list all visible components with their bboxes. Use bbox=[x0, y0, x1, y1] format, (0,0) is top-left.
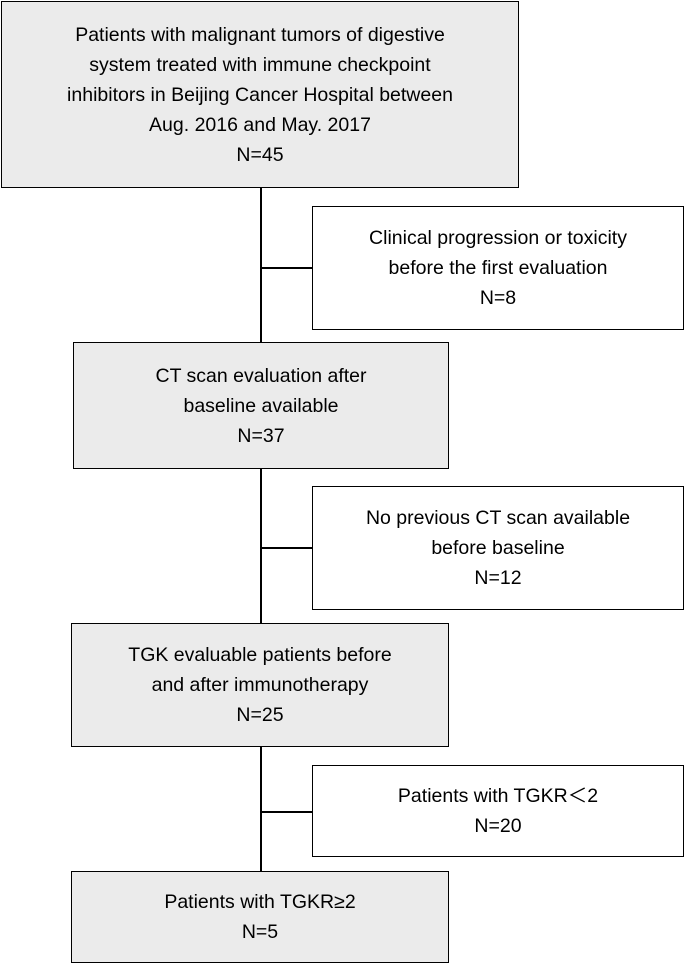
connector-branch-2 bbox=[260, 547, 313, 549]
connector-vertical-2 bbox=[260, 468, 262, 624]
box-exclusion-no-previous-ct-line-1: No previous CT scan available bbox=[365, 507, 631, 529]
box-initial-patients-line-4: Aug. 2016 and May. 2017 bbox=[149, 113, 371, 136]
box-initial-patients-count: N=45 bbox=[236, 143, 284, 166]
box-exclusion-no-previous-ct-line-2: before baseline bbox=[431, 537, 565, 559]
connector-vertical-1 bbox=[260, 187, 262, 343]
box-initial-patients-line-2: system treated with immune checkpoint bbox=[89, 53, 431, 76]
box-tgk-evaluable: TGK evaluable patients before and after … bbox=[71, 623, 449, 747]
box-initial-patients-line-3: inhibitors in Beijing Cancer Hospital be… bbox=[67, 83, 453, 106]
box-initial-patients-line-1: Patients with malignant tumors of digest… bbox=[75, 23, 445, 46]
box-exclusion-progression: Clinical progression or toxicity before … bbox=[312, 206, 684, 330]
box-exclusion-no-previous-ct-count: N=12 bbox=[474, 567, 522, 589]
box-exclusion-tgkr-low-line-1: Patients with TGKR＜2 bbox=[397, 785, 599, 807]
box-exclusion-tgkr-low: Patients with TGKR＜2 N=20 bbox=[312, 765, 684, 857]
box-ct-evaluation-line-2: baseline available bbox=[183, 394, 339, 417]
box-ct-evaluation: CT scan evaluation after baseline availa… bbox=[73, 342, 449, 469]
box-tgkr-high-count: N=5 bbox=[241, 921, 279, 943]
box-exclusion-progression-count: N=8 bbox=[479, 287, 517, 309]
box-initial-patients: Patients with malignant tumors of digest… bbox=[1, 1, 519, 188]
box-ct-evaluation-line-1: CT scan evaluation after bbox=[155, 364, 367, 387]
box-exclusion-progression-line-2: before the first evaluation bbox=[388, 257, 608, 279]
box-tgk-evaluable-count: N=25 bbox=[236, 704, 284, 726]
connector-vertical-3 bbox=[260, 746, 262, 872]
box-tgk-evaluable-line-1: TGK evaluable patients before bbox=[128, 644, 392, 666]
box-tgkr-high: Patients with TGKR≥2 N=5 bbox=[71, 871, 449, 963]
box-tgkr-high-line-1: Patients with TGKR≥2 bbox=[164, 891, 356, 913]
box-exclusion-progression-line-1: Clinical progression or toxicity bbox=[369, 227, 627, 249]
box-exclusion-no-previous-ct: No previous CT scan available before bas… bbox=[312, 486, 684, 610]
connector-branch-1 bbox=[260, 267, 313, 269]
box-tgk-evaluable-line-2: and after immunotherapy bbox=[151, 674, 369, 696]
connector-branch-3 bbox=[260, 811, 313, 813]
box-exclusion-tgkr-low-count: N=20 bbox=[474, 815, 522, 837]
box-ct-evaluation-count: N=37 bbox=[237, 424, 285, 447]
